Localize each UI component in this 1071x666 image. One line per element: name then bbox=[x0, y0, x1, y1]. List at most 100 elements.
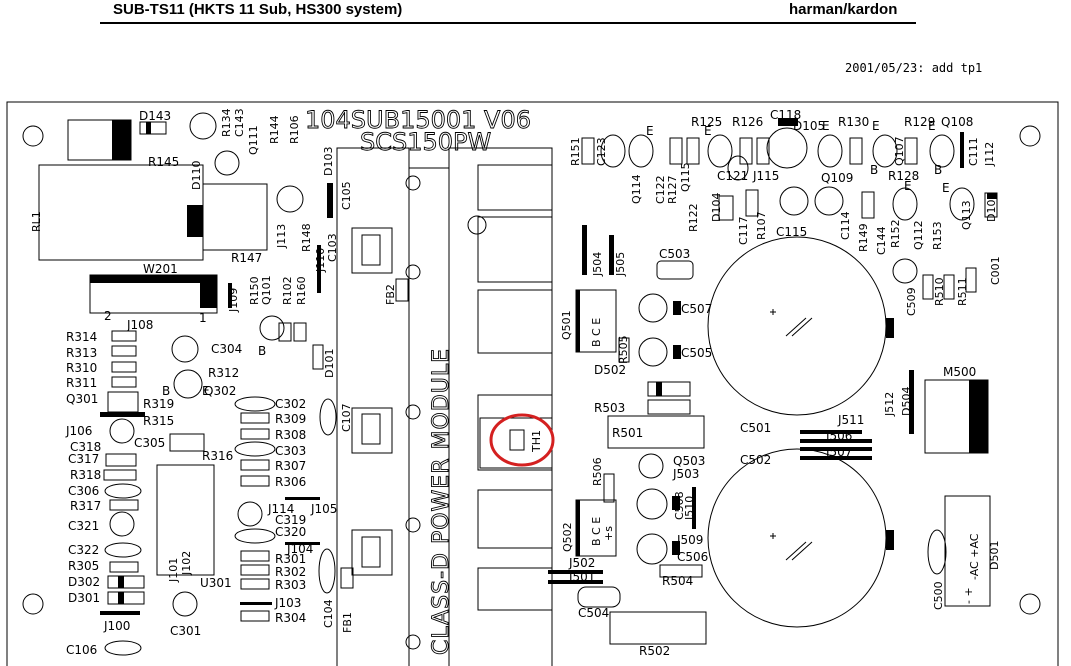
label-j114: J114 bbox=[267, 502, 294, 516]
label-r106: R106 bbox=[288, 115, 301, 144]
label-r305: R305 bbox=[68, 559, 99, 573]
label-q111: Q111 bbox=[247, 125, 260, 155]
label-r308: R308 bbox=[275, 428, 306, 442]
label-c114: C114 bbox=[839, 211, 852, 240]
label-r311: R311 bbox=[66, 376, 97, 390]
mounting-hole bbox=[22, 125, 44, 147]
label-r130: R130 bbox=[838, 115, 869, 129]
label-c001: C001 bbox=[989, 256, 1002, 285]
label-bce-q502: B C E bbox=[590, 517, 603, 546]
label-e-pin: E bbox=[928, 119, 936, 133]
label-c321: C321 bbox=[68, 519, 99, 533]
label-u301: U301 bbox=[200, 576, 232, 590]
label-r144: R144 bbox=[268, 115, 281, 144]
header-rule bbox=[100, 22, 916, 24]
label-q302: Q302 bbox=[204, 384, 236, 398]
label-j112: J112 bbox=[983, 142, 996, 167]
label-r150: R150 bbox=[248, 276, 261, 305]
label-pin1: 1 bbox=[199, 311, 207, 325]
label-j510: J510 bbox=[683, 496, 696, 521]
label-c305: C305 bbox=[134, 436, 165, 450]
label-c122: C122 bbox=[654, 175, 667, 204]
label-e-pin: E bbox=[704, 124, 712, 138]
label-r502: R502 bbox=[639, 644, 670, 658]
label-c322: C322 bbox=[68, 543, 99, 557]
label-fb1: FB1 bbox=[341, 612, 354, 633]
label-j503: J503 bbox=[672, 467, 699, 481]
label-j512: J512 bbox=[883, 392, 896, 417]
label-polarity: - + bbox=[962, 587, 975, 604]
label-j109: J109 bbox=[227, 288, 240, 313]
label-r316: R316 bbox=[202, 449, 233, 463]
label-r149: R149 bbox=[857, 223, 870, 252]
label-j113: J113 bbox=[275, 224, 288, 249]
pcb-code: 104SUB15001 V06 bbox=[305, 106, 531, 134]
label-q114: Q114 bbox=[630, 174, 643, 204]
label-j504: J504 bbox=[591, 252, 604, 277]
label-q301: Q301 bbox=[66, 392, 98, 406]
label-j106: J106 bbox=[65, 424, 92, 438]
label-j108: J108 bbox=[126, 318, 153, 332]
label-c118: C118 bbox=[770, 108, 801, 122]
label-j101: J101 bbox=[167, 558, 180, 583]
label-c319: C319 bbox=[275, 513, 306, 527]
label-j502: J502 bbox=[568, 556, 595, 570]
label-ac-terminals: -AC +AC bbox=[968, 533, 981, 580]
label-r317: R317 bbox=[70, 499, 101, 513]
label-d502: D502 bbox=[594, 363, 626, 377]
label-d301: D301 bbox=[68, 591, 100, 605]
transistor-row bbox=[581, 118, 998, 221]
label-d504: D504 bbox=[900, 387, 913, 416]
label-r309: R309 bbox=[275, 412, 306, 426]
label-r315: R315 bbox=[143, 414, 174, 428]
label-r153: R153 bbox=[931, 221, 944, 250]
label-c302: C302 bbox=[275, 397, 306, 411]
label-c123: C123 bbox=[595, 137, 608, 166]
label-c107: C107 bbox=[340, 403, 353, 432]
label-r151: R151 bbox=[569, 137, 582, 166]
label-r129: R129 bbox=[904, 115, 935, 129]
document-title: SUB-TS11 (HKTS 11 Sub, HS300 system) bbox=[113, 1, 403, 18]
label-b-pin: B bbox=[258, 344, 266, 358]
label-j501: J501 bbox=[568, 570, 595, 584]
mounting-hole bbox=[22, 593, 44, 615]
label-c105: C105 bbox=[340, 181, 353, 210]
label-c503: C503 bbox=[659, 247, 690, 261]
label-r501: R501 bbox=[612, 426, 643, 440]
label-q115: Q115 bbox=[679, 162, 692, 192]
label-r107: R107 bbox=[755, 211, 768, 240]
label-q502: Q502 bbox=[561, 522, 574, 552]
revision-note: 2001/05/23: add tp1 bbox=[845, 61, 983, 75]
label-q113: Q113 bbox=[960, 200, 973, 230]
board-outline bbox=[6, 101, 1059, 666]
label-c306: C306 bbox=[68, 484, 99, 498]
label-r510: R510 bbox=[933, 277, 946, 306]
label-r148: R148 bbox=[300, 223, 313, 252]
label-r147: R147 bbox=[231, 251, 262, 265]
label-c103: C103 bbox=[326, 233, 339, 262]
label-c115: C115 bbox=[776, 225, 807, 239]
label-d110: D110 bbox=[190, 161, 203, 190]
label-r318: R318 bbox=[70, 468, 101, 482]
label-e-pin: E bbox=[646, 124, 654, 138]
highlight-circle bbox=[489, 413, 555, 467]
component-labels: D143 R145 D110 R134 C143 Q111 R144 R106 … bbox=[30, 108, 1002, 658]
label-r145: R145 bbox=[148, 155, 179, 169]
label-c121: C121 bbox=[717, 169, 748, 183]
label-e-pin: E bbox=[942, 181, 950, 195]
label-d143: D143 bbox=[139, 109, 171, 123]
label-q109: Q109 bbox=[821, 171, 853, 185]
label-j102: J102 bbox=[180, 551, 193, 576]
label-r304: R304 bbox=[275, 611, 306, 625]
label-r319: R319 bbox=[143, 397, 174, 411]
label-r503: R503 bbox=[594, 401, 625, 415]
label-r134: R134 bbox=[220, 108, 233, 137]
label-q503: Q503 bbox=[673, 454, 705, 468]
label-c500: C500 bbox=[932, 581, 945, 610]
label-j110: J110 bbox=[314, 248, 327, 273]
module-label: CLASS-D POWER MODULE bbox=[429, 348, 454, 655]
label-r511: R511 bbox=[956, 277, 969, 306]
label-r152: R152 bbox=[889, 219, 902, 248]
mounting-hole bbox=[1019, 125, 1041, 147]
label-d105: D105 bbox=[793, 119, 825, 133]
